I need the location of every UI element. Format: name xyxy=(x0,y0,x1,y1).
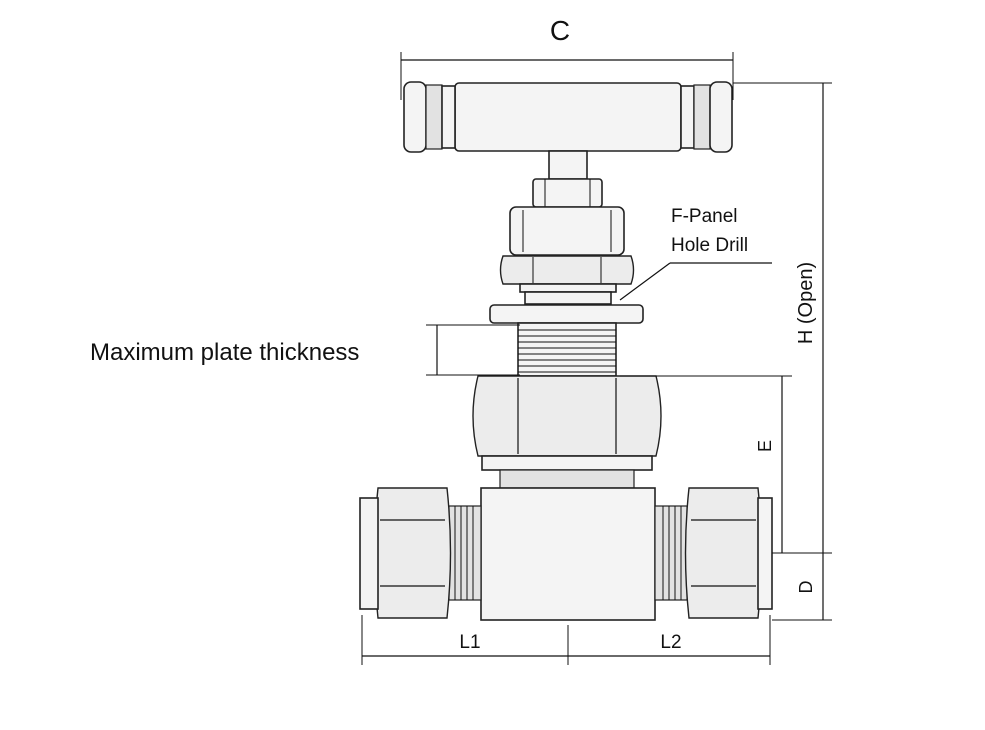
dim-e-label: E xyxy=(755,440,775,452)
dim-h-label: H (Open) xyxy=(795,262,817,344)
dim-c-label: C xyxy=(550,15,570,46)
panel-nut xyxy=(499,255,635,305)
left-compression-fitting xyxy=(359,487,482,619)
dim-l2-label: L2 xyxy=(660,632,681,653)
dimension-l1-l2: L1 L2 xyxy=(361,615,771,665)
dim-d-label: D xyxy=(796,581,816,594)
dim-l1-label: L1 xyxy=(459,632,480,653)
max-plate-label: Maximum plate thickness xyxy=(90,339,359,366)
t-handle xyxy=(403,81,733,153)
valve-body xyxy=(480,487,656,621)
panel-hole-label-line1: F-Panel xyxy=(671,206,738,227)
valve-stem xyxy=(532,150,603,208)
threaded-section xyxy=(517,322,617,377)
panel-washer xyxy=(489,304,644,324)
panel-hole-callout: F-Panel Hole Drill xyxy=(619,206,772,301)
dimension-e: E xyxy=(620,375,792,553)
bonnet xyxy=(509,206,625,256)
body-hex-nut xyxy=(472,375,662,489)
right-compression-fitting xyxy=(654,487,773,619)
max-plate-thickness-dimension: Maximum plate thickness xyxy=(90,324,520,376)
panel-hole-label-line2: Hole Drill xyxy=(671,235,748,256)
dimension-c: C xyxy=(400,15,734,100)
dimension-d: D xyxy=(772,552,832,621)
dimension-h: H (Open) xyxy=(733,82,832,620)
